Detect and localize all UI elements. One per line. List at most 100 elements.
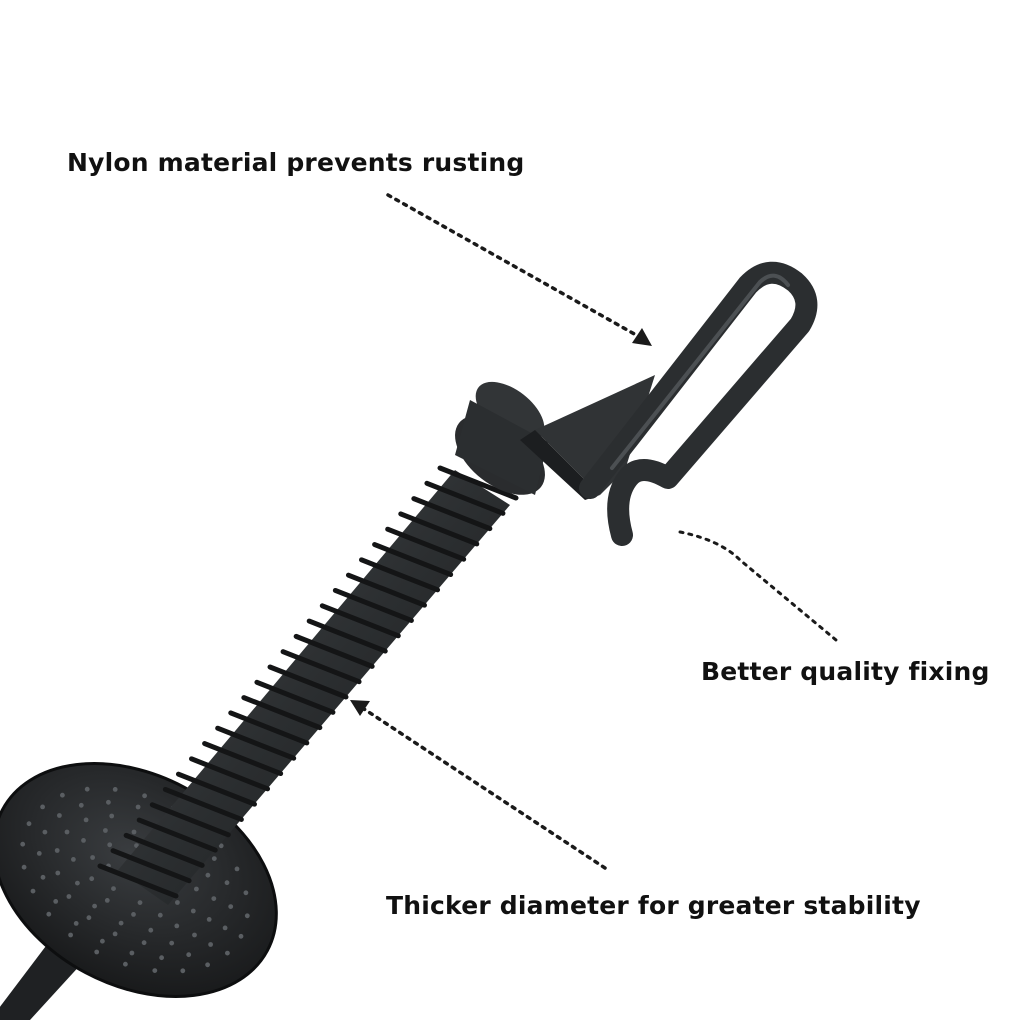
washer-dot xyxy=(73,921,79,926)
washer-dot xyxy=(192,932,197,938)
washer-dot xyxy=(129,950,135,956)
washer-dot xyxy=(205,872,211,878)
washer-dot xyxy=(225,950,230,956)
washer-dot xyxy=(131,829,137,835)
thread-ridge xyxy=(202,741,284,777)
hook-loop xyxy=(579,261,818,546)
washer-dot xyxy=(78,802,84,808)
washer-dot xyxy=(112,931,118,937)
washer-dot xyxy=(46,911,52,917)
washer-dot xyxy=(190,908,196,914)
thread-ridge xyxy=(267,664,349,700)
thread-ridge xyxy=(254,679,336,715)
washer-dot xyxy=(211,896,217,901)
washer-dot xyxy=(159,955,165,961)
washer-dot xyxy=(40,804,45,810)
callout-better-fixing: Better quality fixing xyxy=(701,657,990,686)
washer-dot xyxy=(148,927,154,933)
washer-dot xyxy=(142,793,148,799)
thread-ridge xyxy=(97,863,179,899)
washer-dot xyxy=(135,804,141,810)
threaded-shaft xyxy=(97,465,519,905)
washer-dot xyxy=(20,841,26,847)
thread-ridge xyxy=(189,756,271,792)
thread-ridge xyxy=(162,786,244,822)
washer-dot xyxy=(40,874,46,880)
thread-ridge xyxy=(175,771,257,807)
washer-dot xyxy=(36,851,42,856)
screw-head-collar xyxy=(455,381,548,495)
washer-dot xyxy=(106,799,111,805)
washer-dot xyxy=(244,913,250,919)
screw-threads xyxy=(97,465,519,899)
thread-ridge xyxy=(149,802,231,838)
washer-dot xyxy=(175,900,180,905)
hook-support-bracket xyxy=(520,375,655,500)
washer-dot xyxy=(194,886,199,892)
pointer-nylon xyxy=(386,193,652,346)
washer-dot xyxy=(89,876,95,882)
thread-ridge xyxy=(110,848,192,884)
washer-dot xyxy=(152,968,158,973)
washer-dot xyxy=(53,899,59,904)
washer-dot xyxy=(228,904,234,909)
washer-dot xyxy=(206,917,212,922)
washer-dot xyxy=(104,898,110,903)
washer-dot xyxy=(94,949,100,955)
thread-ridge xyxy=(385,526,467,562)
washer-dot xyxy=(118,920,124,926)
washer-dot xyxy=(218,843,224,849)
thread-ridge xyxy=(319,603,401,639)
washer-dot xyxy=(224,880,230,886)
washer-dot xyxy=(81,838,86,843)
pointer-fixing xyxy=(678,530,838,642)
thread-ridge xyxy=(306,618,388,654)
washer-dot xyxy=(174,923,180,929)
washer-dot xyxy=(141,940,147,946)
washer-dot xyxy=(205,962,211,968)
thread-ridge xyxy=(424,480,506,516)
thread-ridge xyxy=(332,587,414,623)
washer-dot xyxy=(86,915,92,921)
pointer-diameter xyxy=(350,700,607,870)
washer-dot xyxy=(68,932,73,938)
thread-ridge xyxy=(123,832,205,868)
washer-dot xyxy=(71,857,76,862)
washer-dot xyxy=(243,890,249,896)
washer-dot xyxy=(222,925,228,931)
washer-dot xyxy=(83,817,89,823)
washer-dot xyxy=(111,886,116,891)
washer-dot xyxy=(107,842,113,848)
washer-dot xyxy=(123,961,128,967)
thread-ridge xyxy=(293,633,375,669)
washer-dot xyxy=(109,813,115,819)
thread-ridge xyxy=(215,725,297,761)
washer-dot xyxy=(21,864,27,870)
washer-dot xyxy=(234,866,240,872)
thread-ridge xyxy=(411,496,493,532)
washer-dot xyxy=(64,829,70,835)
washer-dot xyxy=(103,828,108,833)
washer-dot xyxy=(54,848,60,853)
washer-dot xyxy=(157,912,163,918)
washer-dot xyxy=(186,952,192,958)
washer-dot xyxy=(100,938,105,944)
thread-ridge xyxy=(280,649,362,685)
washer-dot xyxy=(92,903,97,909)
washer-dot xyxy=(238,933,244,939)
washer-dot xyxy=(57,813,62,818)
washer-dot xyxy=(30,888,36,894)
washer-dot xyxy=(26,821,32,827)
thread-ridge xyxy=(241,695,323,731)
thread-ridge xyxy=(345,572,427,608)
washer-dot xyxy=(208,942,214,947)
thread-ridge xyxy=(437,465,519,501)
washer-dot xyxy=(66,894,72,899)
thread-ridge xyxy=(398,511,480,547)
washer-dot xyxy=(211,856,217,861)
callout-thicker-diameter: Thicker diameter for greater stability xyxy=(386,891,921,920)
washer-dot xyxy=(180,968,186,974)
thread-ridge xyxy=(228,710,310,746)
washer-dot xyxy=(60,792,65,798)
